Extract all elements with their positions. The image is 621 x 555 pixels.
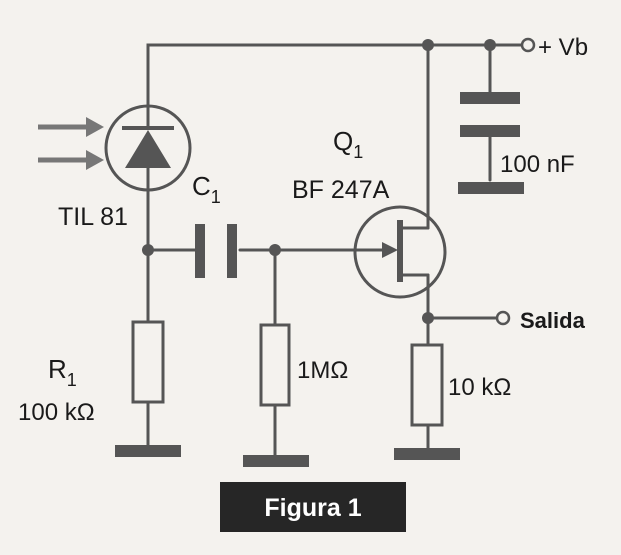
transistor-label-name: Q (333, 126, 353, 156)
r1-label: R1 (48, 354, 77, 390)
photodiode-symbol (104, 104, 192, 192)
source-resistor-symbol (410, 343, 444, 427)
coupling-capacitor-label-subscript: 1 (211, 187, 221, 207)
r1-value-label: 100 kΩ (18, 399, 95, 426)
ground-symbol (243, 455, 309, 467)
coupling-capacitor-label-name: C (192, 171, 211, 201)
coupling-capacitor-symbol (195, 224, 237, 278)
r1-label-name: R (48, 354, 67, 384)
source-resistor-label: 10 kΩ (448, 374, 511, 401)
junction-dot (422, 312, 434, 324)
supply-label: + Vb (538, 34, 588, 61)
figure-caption-box (220, 482, 406, 532)
output-terminal (495, 310, 511, 326)
r1-label-subscript: 1 (67, 370, 77, 390)
gate-resistor-label: 1MΩ (297, 357, 348, 384)
junction-dot (422, 39, 434, 51)
output-label: Salida (520, 308, 586, 333)
transistor-label-subscript: 1 (353, 142, 363, 162)
jfet-transistor-symbol (353, 205, 447, 299)
transistor-label: Q1 (333, 126, 363, 162)
figure-caption: Figura 1 (264, 494, 361, 522)
photodiode-label: TIL 81 (58, 203, 128, 231)
gate-resistor-symbol (259, 323, 291, 407)
ground-symbol (115, 445, 181, 457)
r1-resistor-symbol (131, 320, 165, 404)
junction-dot (269, 244, 281, 256)
light-arrows-icon (38, 117, 104, 170)
circuit-wires (146, 43, 524, 457)
coupling-capacitor-label: C1 (192, 171, 221, 207)
junction-dot (484, 39, 496, 51)
junction-dots (142, 39, 496, 324)
ground-symbol (394, 448, 460, 460)
supply-terminal (520, 37, 536, 53)
junction-dot (142, 244, 154, 256)
bypass-capacitor-symbol (458, 92, 524, 194)
transistor-model-label: BF 247A (292, 176, 390, 204)
bypass-capacitor-label: 100 nF (500, 151, 575, 178)
